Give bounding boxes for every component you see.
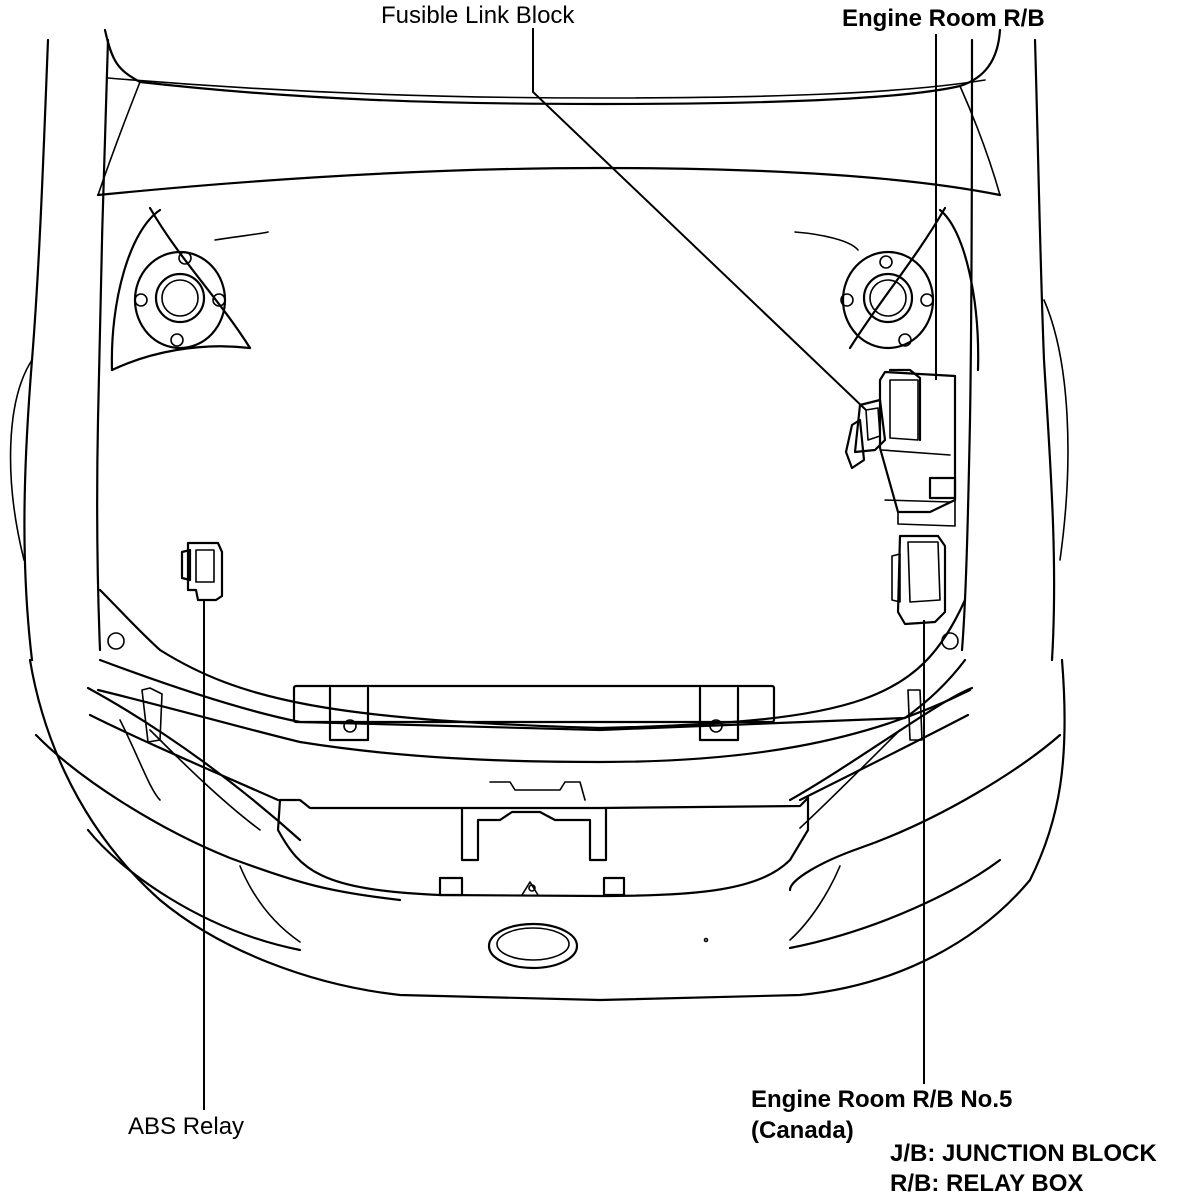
left-strut-tower xyxy=(110,206,269,372)
fusible-link-block-label: Fusible Link Block xyxy=(381,2,575,29)
front-bumper xyxy=(28,658,1066,1002)
right-strut-tower xyxy=(794,206,980,372)
left-headlight xyxy=(86,686,302,842)
engine-room-relay-box xyxy=(878,368,957,527)
legend-junction-block: J/B: JUNCTION BLOCK xyxy=(890,1140,1157,1167)
engine-room-relay-box-no5 xyxy=(891,534,947,626)
open-hood xyxy=(96,28,1002,197)
fusible-link-leader xyxy=(532,28,867,411)
leader-lines xyxy=(203,28,937,1110)
front-grille xyxy=(276,781,810,898)
radiator-support xyxy=(96,588,972,764)
fender-lines xyxy=(9,38,1069,662)
engine-room-rb-no5-label: Engine Room R/B No.5 xyxy=(751,1086,1013,1113)
fusible-link-block xyxy=(844,398,887,470)
abs-relay-label: ABS Relay xyxy=(128,1113,245,1140)
engine-room-rb-label: Engine Room R/B xyxy=(842,5,1045,32)
canada-label: (Canada) xyxy=(751,1117,854,1144)
legend-relay-box: R/B: RELAY BOX xyxy=(890,1170,1084,1197)
abs-relay xyxy=(180,541,224,602)
right-headlight xyxy=(788,686,974,829)
